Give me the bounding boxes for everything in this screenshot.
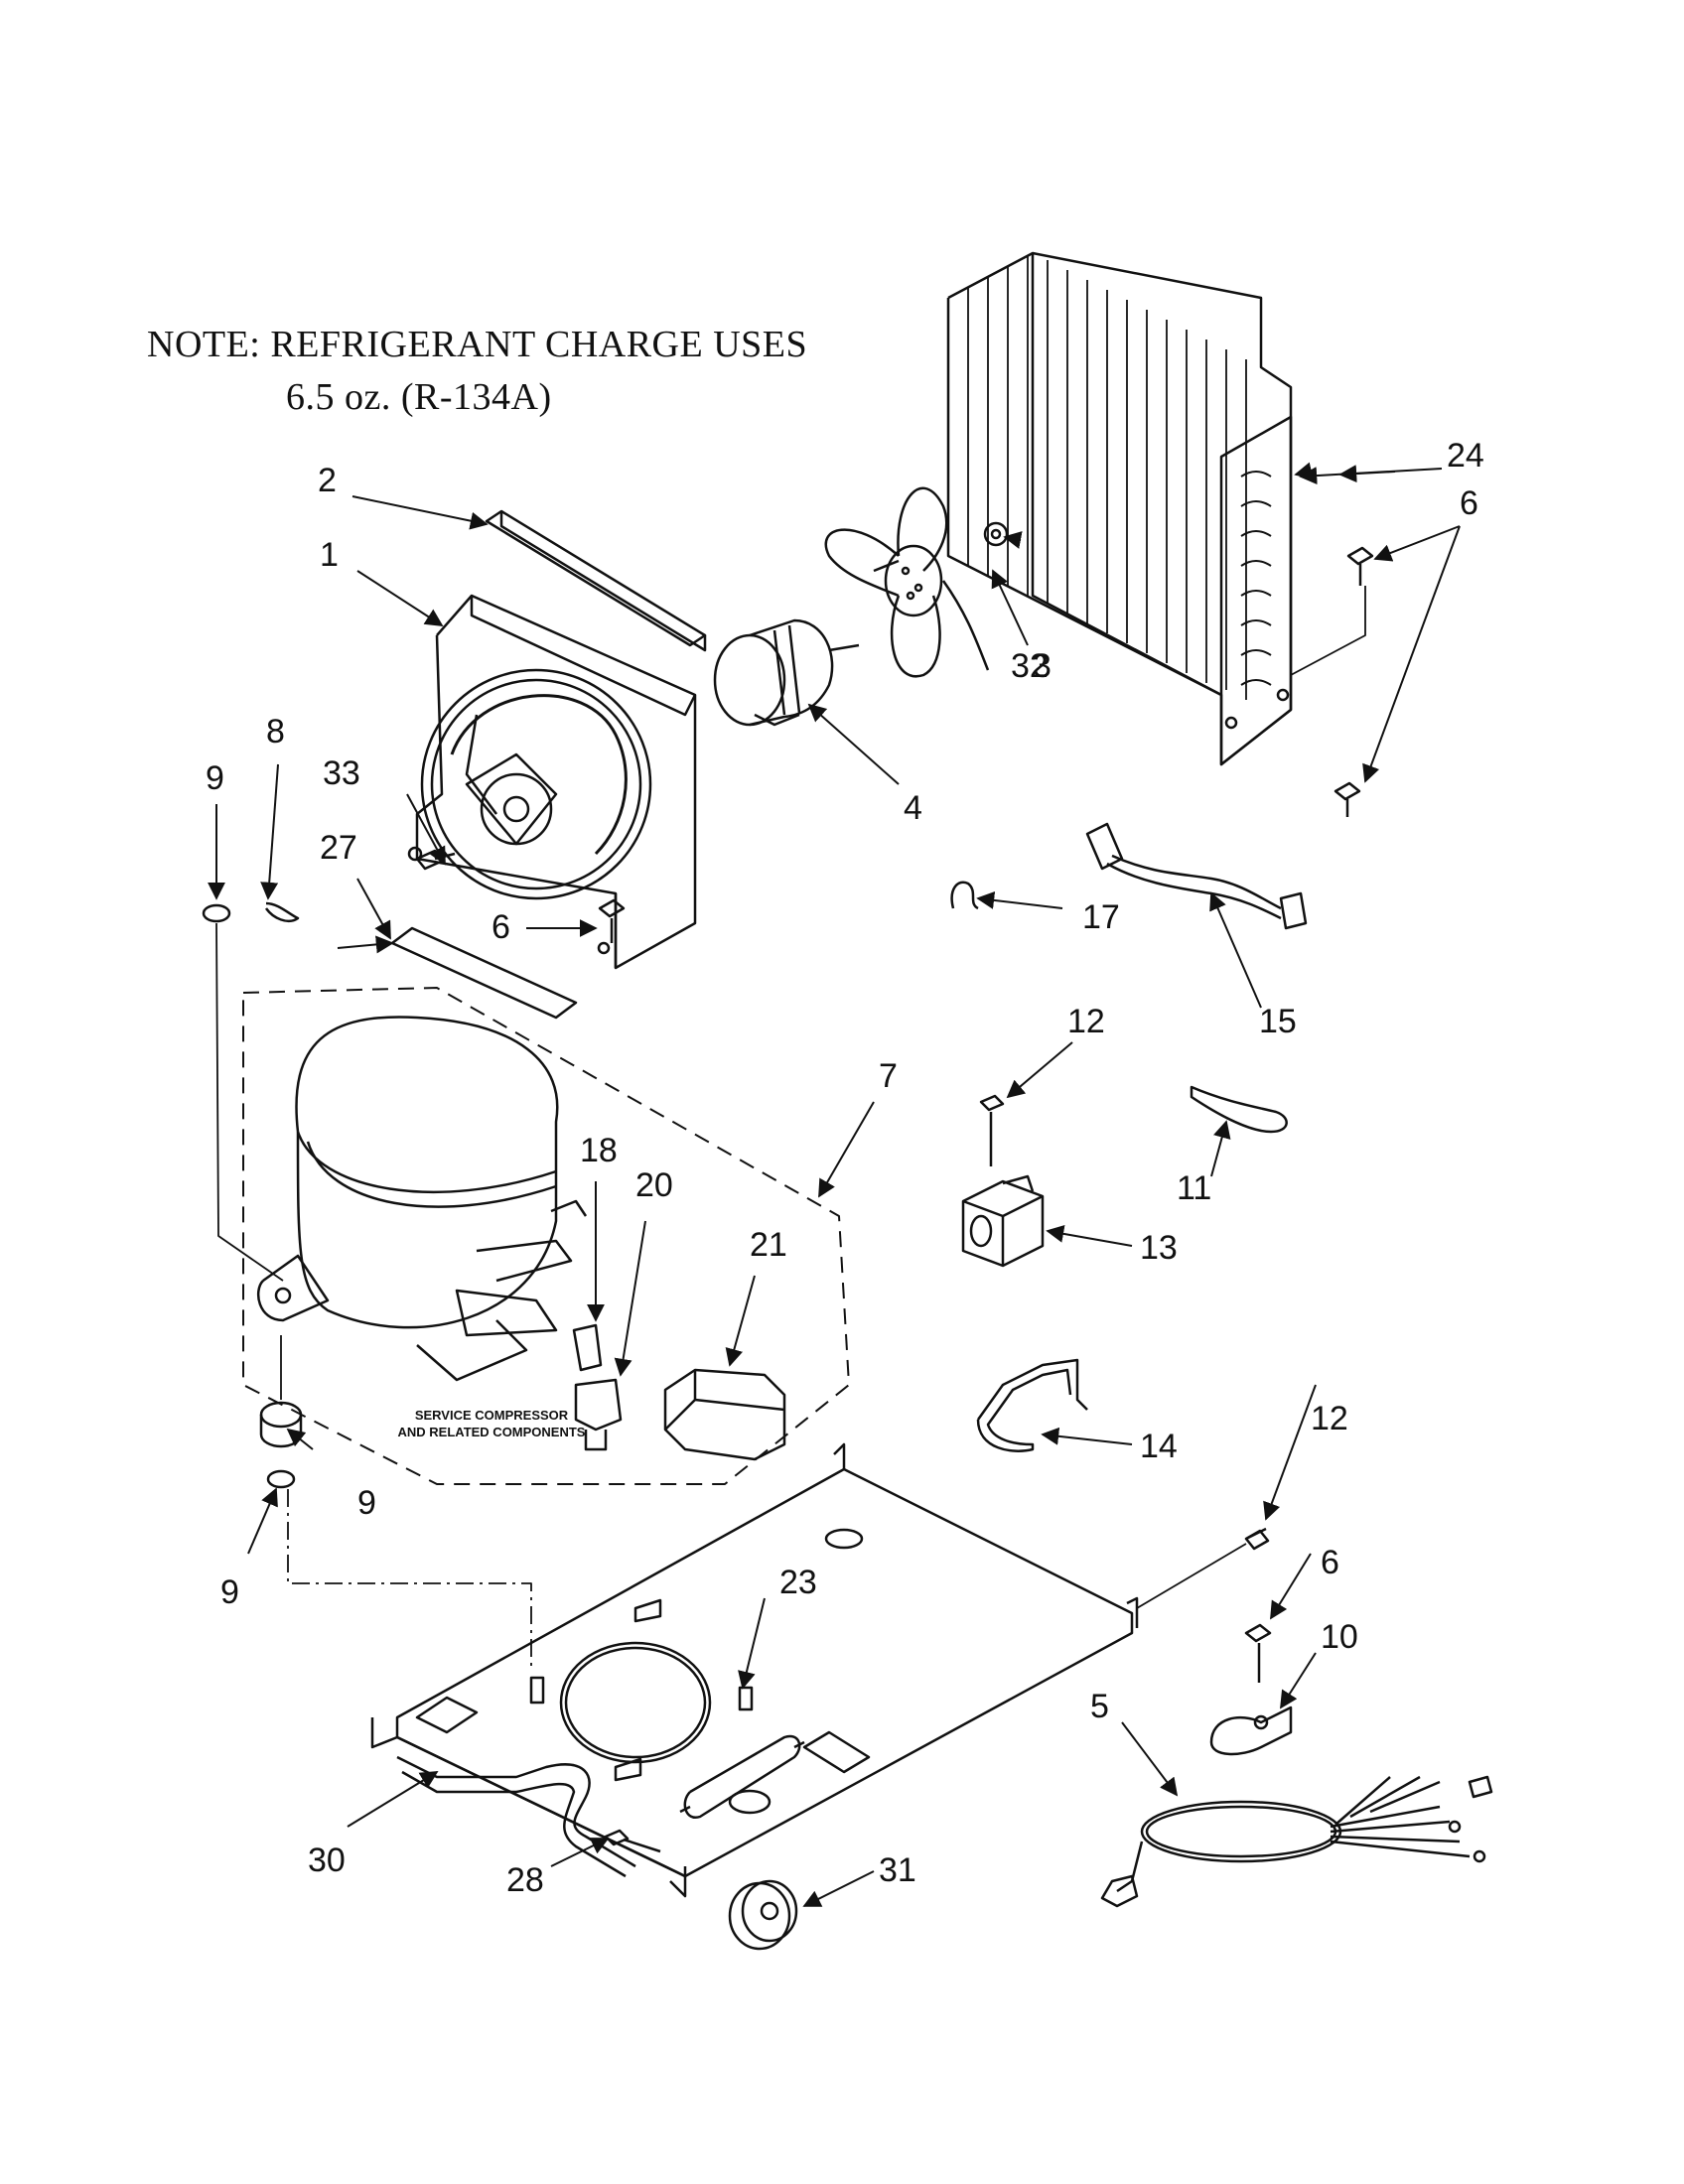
- callout-14: 12: [1067, 1003, 1105, 1040]
- callout-1: 1: [320, 536, 339, 574]
- relay-part: [572, 1323, 623, 1451]
- callout-15: 13: [1140, 1229, 1178, 1267]
- tube-part: [396, 1755, 636, 1878]
- washer-part: [266, 1469, 296, 1489]
- kit-outline: [242, 987, 850, 1485]
- callout-9-top: 9: [206, 759, 224, 797]
- callout-21: 21: [750, 1226, 787, 1264]
- callout-31: 31: [879, 1851, 916, 1889]
- callout-27: 27: [320, 829, 357, 867]
- tube-part: [1190, 1085, 1288, 1134]
- overload-protector-part: [663, 1368, 786, 1461]
- callout-13: 12: [1311, 1400, 1348, 1437]
- clip-part: [264, 901, 300, 923]
- callout-32: 32: [1011, 647, 1049, 685]
- bracket-part: [976, 1358, 1088, 1452]
- callout-6-middle: 6: [491, 908, 510, 946]
- callout-28: 28: [506, 1861, 544, 1899]
- leader-arrows: [208, 462, 1461, 1907]
- callout-20: 20: [635, 1166, 673, 1204]
- screw-part: [604, 1829, 661, 1853]
- wire-harness-part: [1085, 822, 1308, 930]
- condenser-part: [946, 251, 1293, 766]
- fan-motor-part: [713, 618, 860, 727]
- screw-part: [1244, 1527, 1270, 1551]
- callout-23: 23: [779, 1564, 817, 1601]
- solenoid-part: [961, 1094, 1045, 1268]
- callout-4: 4: [904, 789, 922, 827]
- location-lines: [215, 922, 1247, 1668]
- kit-label-line-1: SERVICE COMPRESSOR: [415, 1408, 569, 1423]
- callout-30: 30: [308, 1842, 346, 1879]
- callout-18: 18: [580, 1132, 618, 1169]
- drier-part: [679, 1734, 805, 1820]
- callout-5: 5: [1090, 1688, 1109, 1725]
- screw-part: [1244, 1623, 1272, 1683]
- callout-19: 17: [1082, 898, 1120, 936]
- callout-11: 9: [357, 1484, 376, 1522]
- washer-part: [202, 903, 231, 923]
- kit-label-line-2: AND RELATED COMPONENTS: [398, 1425, 586, 1439]
- wheel-part: [728, 1879, 798, 1951]
- callout-3: 3: [1033, 647, 1052, 685]
- callout-33: 33: [323, 754, 360, 792]
- callout-2: 2: [318, 462, 337, 499]
- screw-part: [1290, 546, 1374, 817]
- callout-16: 14: [1140, 1428, 1178, 1465]
- power-cord-part: [1100, 1775, 1493, 1908]
- base-pan-part: [370, 1442, 1139, 1898]
- clamp-part: [1209, 1706, 1293, 1756]
- fan-shroud-part: [407, 594, 697, 970]
- callout-6-top: 6: [1460, 484, 1478, 522]
- compressor-part: [256, 1016, 588, 1382]
- wire-clip-part: [950, 881, 979, 910]
- callout-labels: 2 1 3 4 32 24 6 33 27 6 8 9 7 18 20 21 1…: [206, 437, 1484, 1899]
- callout-10: 10: [1321, 1618, 1358, 1656]
- callout-12: 11: [1177, 1169, 1211, 1207]
- callout-24: 24: [1447, 437, 1484, 475]
- gasket-part: [390, 926, 578, 1020]
- fan-blade-part: [824, 486, 990, 678]
- note-line-1: NOTE: REFRIGERANT CHARGE USES: [147, 324, 808, 365]
- grommet-part: [259, 1401, 303, 1448]
- callout-7: 7: [879, 1057, 898, 1095]
- note-line-2: 6.5 oz. (R-134A): [286, 376, 552, 418]
- callout-9-bottom: 9: [220, 1573, 239, 1611]
- callout-6-bottom: 6: [1321, 1544, 1339, 1581]
- baffle-part: [485, 509, 707, 652]
- callout-17: 15: [1259, 1003, 1297, 1040]
- callout-8: 8: [266, 713, 285, 751]
